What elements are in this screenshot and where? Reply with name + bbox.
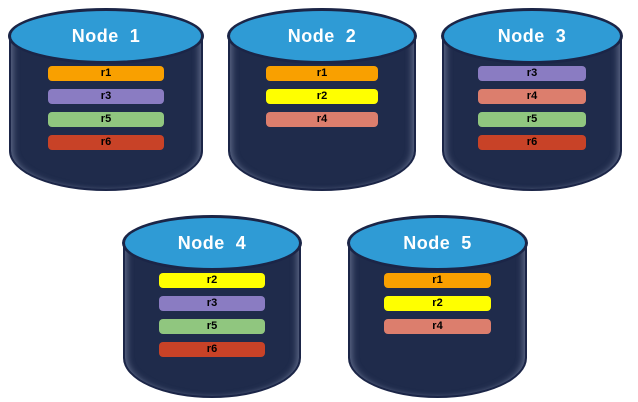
replica-label: r2: [316, 90, 328, 102]
node-top-ellipse: Node 5: [347, 215, 528, 271]
node-cylinder: Node 1 r1 r3 r5 r6: [8, 8, 204, 192]
replica-bar: r1: [384, 273, 491, 288]
node-title: Node 1: [71, 25, 141, 46]
node-title: Node 3: [497, 25, 567, 46]
replica-label: r6: [526, 136, 538, 148]
replica-bar: r5: [48, 112, 164, 127]
replica-label: r1: [316, 67, 328, 79]
replica-bar: r1: [265, 66, 379, 81]
replica-bar: r5: [158, 319, 266, 334]
replica-bars: r1 r2 r4: [347, 273, 528, 334]
node-top-ellipse: Node 2: [227, 8, 417, 64]
replica-bar: r3: [48, 89, 164, 104]
replica-label: r2: [206, 274, 218, 286]
replica-label: r2: [432, 297, 443, 309]
replica-bars: r2 r3 r5 r6: [122, 273, 302, 357]
replica-label: r4: [316, 113, 328, 125]
node-cylinder: Node 2 r1 r2 r4: [227, 8, 417, 192]
replica-label: r4: [526, 90, 538, 102]
replica-bar: r5: [478, 112, 586, 127]
node-top-ellipse: Node 3: [441, 8, 623, 64]
replica-label: r4: [432, 320, 443, 332]
replica-bars: r1 r2 r4: [227, 66, 417, 127]
node-cylinder: Node 3 r3 r4 r5 r6: [441, 8, 623, 192]
node-top-ellipse: Node 1: [8, 8, 204, 64]
node-cylinder: Node 4 r2 r3 r5 r6: [122, 215, 302, 399]
node-title: Node 2: [287, 25, 357, 46]
replica-bar: r6: [158, 342, 266, 357]
replica-label: r5: [206, 320, 218, 332]
node-cylinder: Node 5 r1 r2 r4: [347, 215, 528, 399]
replica-bars: r3 r4 r5 r6: [441, 66, 623, 150]
replica-label: r3: [100, 90, 112, 102]
replica-bars: r1 r3 r5 r6: [8, 66, 204, 150]
node-top-ellipse: Node 4: [122, 215, 302, 271]
replica-bar: r2: [158, 273, 266, 288]
replica-label: r6: [206, 343, 218, 355]
replica-label: r3: [526, 67, 538, 79]
replica-label: r3: [206, 297, 218, 309]
replica-bar: r6: [48, 135, 164, 150]
replica-bar: r6: [478, 135, 586, 150]
replica-label: r5: [526, 113, 538, 125]
replica-bar: r3: [158, 296, 266, 311]
replica-bar: r2: [265, 89, 379, 104]
replica-bar: r4: [265, 112, 379, 127]
replica-bar: r4: [478, 89, 586, 104]
node-title: Node 5: [403, 232, 472, 253]
node-title: Node 4: [177, 232, 247, 253]
replica-bar: r1: [48, 66, 164, 81]
replica-bar: r3: [478, 66, 586, 81]
replica-bar: r2: [384, 296, 491, 311]
replica-bar: r4: [384, 319, 491, 334]
replica-label: r1: [100, 67, 112, 79]
replica-label: r5: [100, 113, 112, 125]
replica-label: r6: [100, 136, 112, 148]
replica-label: r1: [432, 274, 443, 286]
